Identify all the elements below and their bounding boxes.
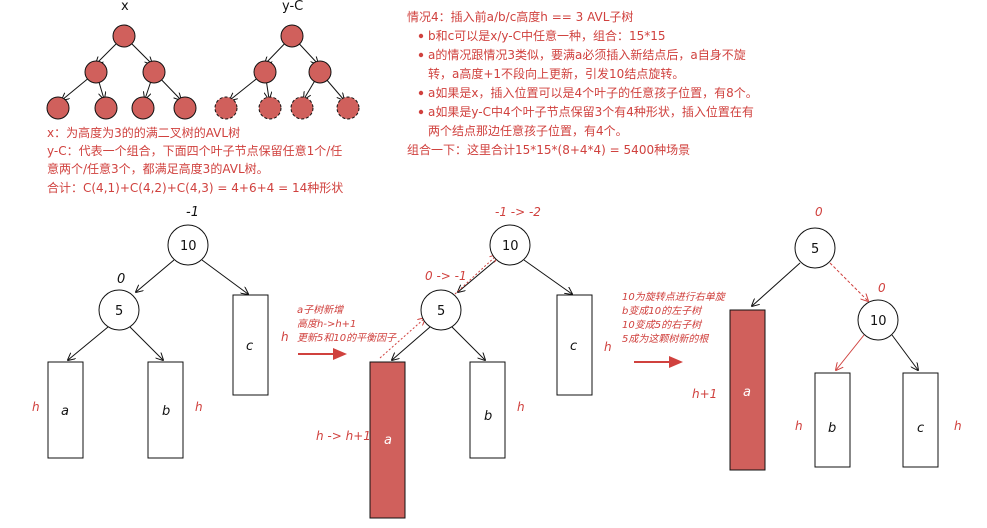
height-label: h [954,419,962,433]
height-label: h [604,340,612,354]
height-label: h [281,330,289,344]
diagram-after-insert [369,224,593,519]
bullet-text: a如果是x，插入位置可以是4个叶子的任意孩子位置，有8个。 [428,85,758,100]
tree-yc-label: y-C [282,0,303,14]
step-note: 10为旋转点进行右单旋 [622,291,727,303]
step-note: b变成10的左子树 [622,305,703,317]
step-note: 高度h->h+1 [297,318,356,330]
balance-factor: 0 [815,205,823,219]
summary-text: 组合一下：这里合计15*15*(8+4*4) = 5400种场景 [407,142,690,157]
bullet-text: 两个结点那边任意孩子位置，有4个。 [428,123,628,138]
subtree-b [147,361,184,459]
bullet-text: b和c可以是x/y-C中任意一种，组合：15*15 [428,28,666,43]
subtree-a [47,361,84,459]
balance-factor: -1 -> -2 [495,205,541,219]
balance-factor: 0 [117,272,125,287]
subtree-label: a [61,404,69,419]
note-line: x：为高度为3的的满二叉树的AVL树 [47,125,240,140]
note-line: 合计：C(4,1)+C(4,2)+C(4,3) = 4+6+4 = 14种形状 [47,180,343,195]
diagram-after-rotation [729,227,939,471]
node-label: 5 [811,242,819,257]
balance-factor: 0 [878,281,886,295]
diagram-before [47,224,269,459]
subtree-label: b [484,409,492,424]
bullet-text: a如果是y-C中4个叶子节点保留3个有4种形状，插入位置在有 [428,104,754,119]
subtree-label: a [743,385,751,400]
subtree-c [232,294,269,396]
node-5 [98,289,140,331]
note-line: 意两个/任意3个，都满足高度3的AVL树。 [47,161,269,176]
node-label: 10 [180,239,197,254]
bullet-text: 转，a高度+1不段向上更新，引发10结点旋转。 [428,66,684,81]
right-notes: 情况4：插入前a/b/c高度h == 3 AVL子树 b和c可以是x/y-C中任… [407,9,758,157]
subtree-label: a [384,433,392,448]
node-label: 5 [115,304,123,319]
bullet-text: a的情况跟情况3类似，要满a必须插入新结点后，a自身不旋 [428,47,746,62]
arrow-right-icon [634,356,683,368]
height-label: h [517,400,525,414]
balance-factor: -1 [186,205,199,220]
step-note: 5成为这颗树新的根 [622,333,709,345]
subtree-label: c [917,421,924,436]
node-label: 5 [437,304,445,319]
left-notes: x：为高度为3的的满二叉树的AVL树 y-C：代表一个组合，下面四个叶子节点保留… [47,125,343,195]
subtree-label: c [246,339,253,354]
height-label: h [195,400,203,414]
step-note: 10变成5的右子树 [622,319,703,331]
height-label: h [32,400,40,414]
note-line: y-C：代表一个组合，下面四个叶子节点保留任意1个/任 [47,143,342,158]
height-label: h [795,419,803,433]
tree-x: x [46,0,197,120]
tree-y-c: y-C [214,0,360,120]
arrow-right-icon [298,348,347,360]
subtree-label: c [570,339,577,354]
step-note: a子树新增 [297,304,344,316]
node-label: 10 [870,314,887,329]
step-note: 更新5和10的平衡因子 [297,332,397,344]
tree-x-label: x [121,0,129,14]
height-label: h+1 [692,387,717,401]
balance-factor: 0 -> -1 [425,269,467,283]
node-label: 10 [502,239,519,254]
case-title: 情况4：插入前a/b/c高度h == 3 AVL子树 [407,9,633,24]
subtree-label: b [828,421,836,436]
subtree-label: b [162,404,170,419]
height-label: h -> h+1 [316,429,371,443]
node-10 [167,224,209,266]
